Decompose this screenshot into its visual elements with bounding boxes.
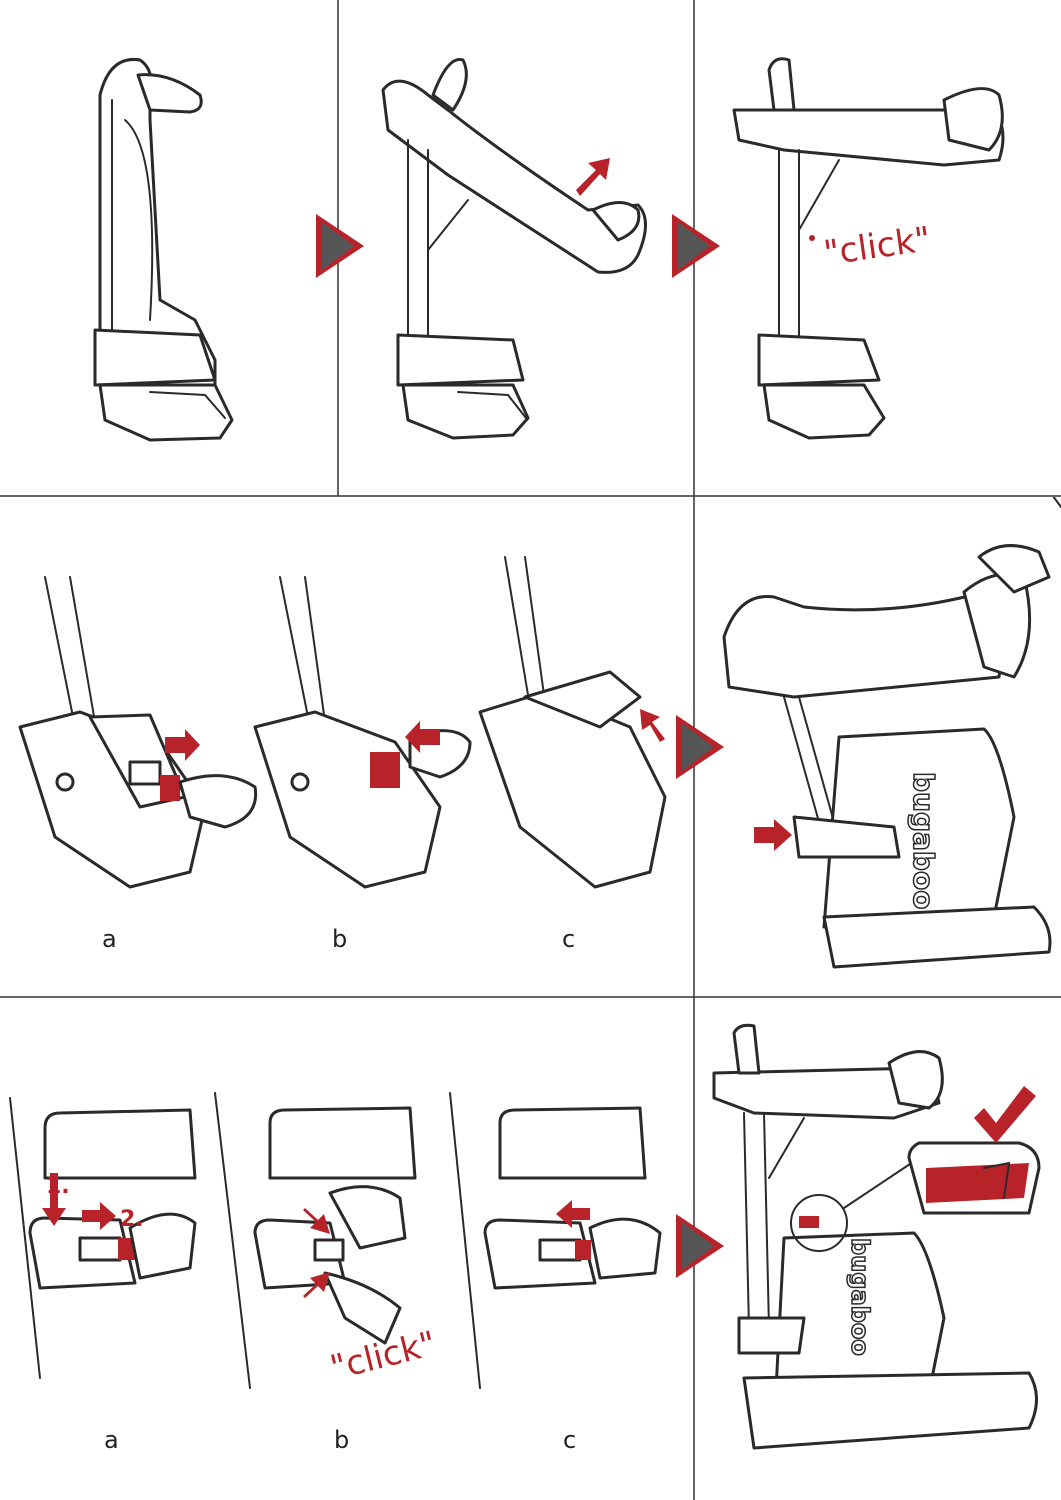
direction-arrow-icon — [576, 158, 610, 196]
folded-board-illustration — [93, 57, 234, 442]
direction-arrow-icon — [303, 1272, 330, 1298]
step-2-panel: a b c — [0, 497, 694, 997]
brand-logo: bugaboo — [907, 772, 940, 909]
latch-lock-illustration: 1. 2. "click" — [9, 1092, 662, 1389]
step-4-label-a: a — [104, 1426, 119, 1454]
step-arrow-icon — [672, 214, 720, 278]
step-arrow-icon — [316, 214, 364, 278]
direction-arrow-icon — [754, 819, 792, 851]
direction-arrow-icon — [556, 1200, 590, 1228]
direction-arrow-icon — [82, 1202, 116, 1230]
step-1-panel-unfolding — [338, 0, 694, 496]
unfolded-board-illustration: "click" — [732, 57, 1005, 440]
step-arrow-icon — [676, 1214, 724, 1278]
click-text: "click" — [821, 219, 933, 274]
step-4-label-c: c — [563, 1426, 577, 1454]
direction-arrow-icon — [405, 721, 440, 753]
step-3-panel: bugaboo — [694, 497, 1061, 997]
step-1-panel-unfolded: "click" — [694, 0, 1061, 496]
direction-arrow-icon — [42, 1173, 66, 1226]
unfolding-board-illustration — [381, 57, 647, 440]
attached-board-illustration: bugaboo — [712, 1023, 1041, 1450]
step-2-label-a: a — [102, 925, 117, 953]
brand-logo: bugaboo — [846, 1238, 874, 1356]
step-4-label-b: b — [334, 1426, 350, 1454]
direction-arrow-icon — [165, 729, 200, 761]
step-4-panel: 1. 2. "click" a b c — [0, 998, 694, 1500]
direction-arrow-icon — [303, 1208, 330, 1234]
attach-board-illustration: bugaboo — [722, 497, 1061, 969]
wheel-base-release-illustration — [18, 556, 667, 889]
step-5-panel: bugaboo — [694, 998, 1061, 1500]
step-number-1: 1. — [46, 1174, 70, 1199]
direction-arrow-icon — [640, 709, 665, 742]
step-1-panel-folded — [0, 0, 338, 496]
step-arrow-icon — [676, 715, 724, 779]
step-2-label-c: c — [562, 925, 576, 953]
step-number-2: 2. — [120, 1207, 144, 1232]
step-2-label-b: b — [332, 925, 348, 953]
check-mark-icon — [974, 1086, 1036, 1143]
